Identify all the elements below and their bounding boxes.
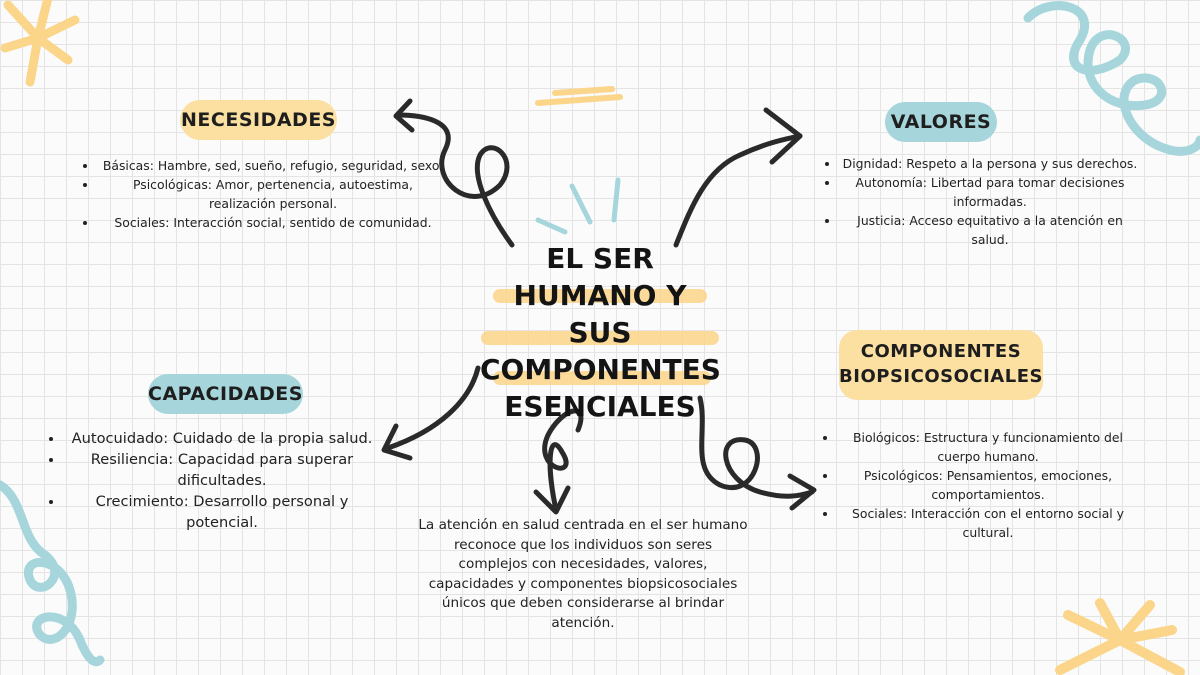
central-title-line: EL SER bbox=[546, 242, 654, 275]
valores-list: Dignidad: Respeto a la persona y sus der… bbox=[822, 154, 1140, 249]
list-item: Básicas: Hambre, sed, sueño, refugio, se… bbox=[98, 156, 448, 175]
list-item: Justicia: Acceso equitativo a la atenció… bbox=[840, 211, 1140, 249]
arrow-to-valores bbox=[673, 133, 803, 248]
central-title-line: COMPONENTES bbox=[480, 353, 721, 386]
capacidades-list: Autocuidado: Cuidado de la propia salud.… bbox=[46, 428, 380, 533]
blue-ticks bbox=[535, 177, 621, 235]
yellow-dashes bbox=[535, 86, 623, 106]
componentes-label-line: COMPONENTES bbox=[860, 341, 1022, 362]
list-item: Sociales: Interacción con el entorno soc… bbox=[838, 504, 1138, 542]
list-item: Sociales: Interacción social, sentido de… bbox=[98, 213, 448, 232]
central-title: EL SER HUMANO Y SUS COMPONENTES ESENCIAL… bbox=[480, 240, 721, 425]
starburst-top-left bbox=[0, 0, 80, 87]
arrowhead-conclusion bbox=[533, 485, 571, 515]
central-title-line: ESENCIALES bbox=[504, 390, 696, 423]
list-item: Psicológicos: Pensamientos, emociones, c… bbox=[838, 466, 1138, 504]
arrow-to-necesidades bbox=[395, 112, 515, 248]
componentes-label-line: BIOPSICOSOCIALES bbox=[839, 366, 1043, 387]
arrowhead-capacidades bbox=[381, 423, 413, 461]
arrow-to-capacidades bbox=[385, 365, 481, 451]
list-item: Dignidad: Respeto a la persona y sus der… bbox=[840, 154, 1140, 173]
necesidades-list: Básicas: Hambre, sed, sueño, refugio, se… bbox=[80, 156, 448, 232]
arrow-to-conclusion bbox=[542, 408, 584, 508]
squiggle-top-right bbox=[1023, 1, 1200, 156]
componentes-list: Biológicos: Estructura y funcionamiento … bbox=[820, 428, 1138, 542]
list-item: Biológicos: Estructura y funcionamiento … bbox=[838, 428, 1138, 466]
arrowhead-necesidades bbox=[393, 98, 415, 133]
list-item: Autocuidado: Cuidado de la propia salud. bbox=[64, 428, 380, 449]
title-highlight bbox=[481, 289, 719, 385]
arrowhead-componentes bbox=[787, 473, 817, 511]
starburst-bottom-right bbox=[1055, 598, 1185, 675]
list-item: Crecimiento: Desarrollo personal y poten… bbox=[64, 491, 380, 533]
list-item: Autonomía: Libertad para tomar decisione… bbox=[840, 173, 1140, 211]
central-title-line: HUMANO Y SUS bbox=[513, 279, 687, 349]
capacidades-label: CAPACIDADES bbox=[148, 374, 303, 414]
squiggle-bottom-left bbox=[0, 480, 105, 667]
componentes-label: COMPONENTES BIOPSICOSOCIALES bbox=[839, 330, 1043, 400]
list-item: Resiliencia: Capacidad para superar difi… bbox=[64, 449, 380, 491]
arrowhead-valores bbox=[763, 107, 803, 165]
arrow-to-componentes bbox=[697, 395, 815, 499]
valores-label: VALORES bbox=[885, 102, 997, 142]
conclusion-text: La atención en salud centrada en el ser … bbox=[418, 517, 748, 631]
necesidades-label: NECESIDADES bbox=[180, 100, 337, 140]
list-item: Psicológicas: Amor, pertenencia, autoest… bbox=[98, 175, 448, 213]
